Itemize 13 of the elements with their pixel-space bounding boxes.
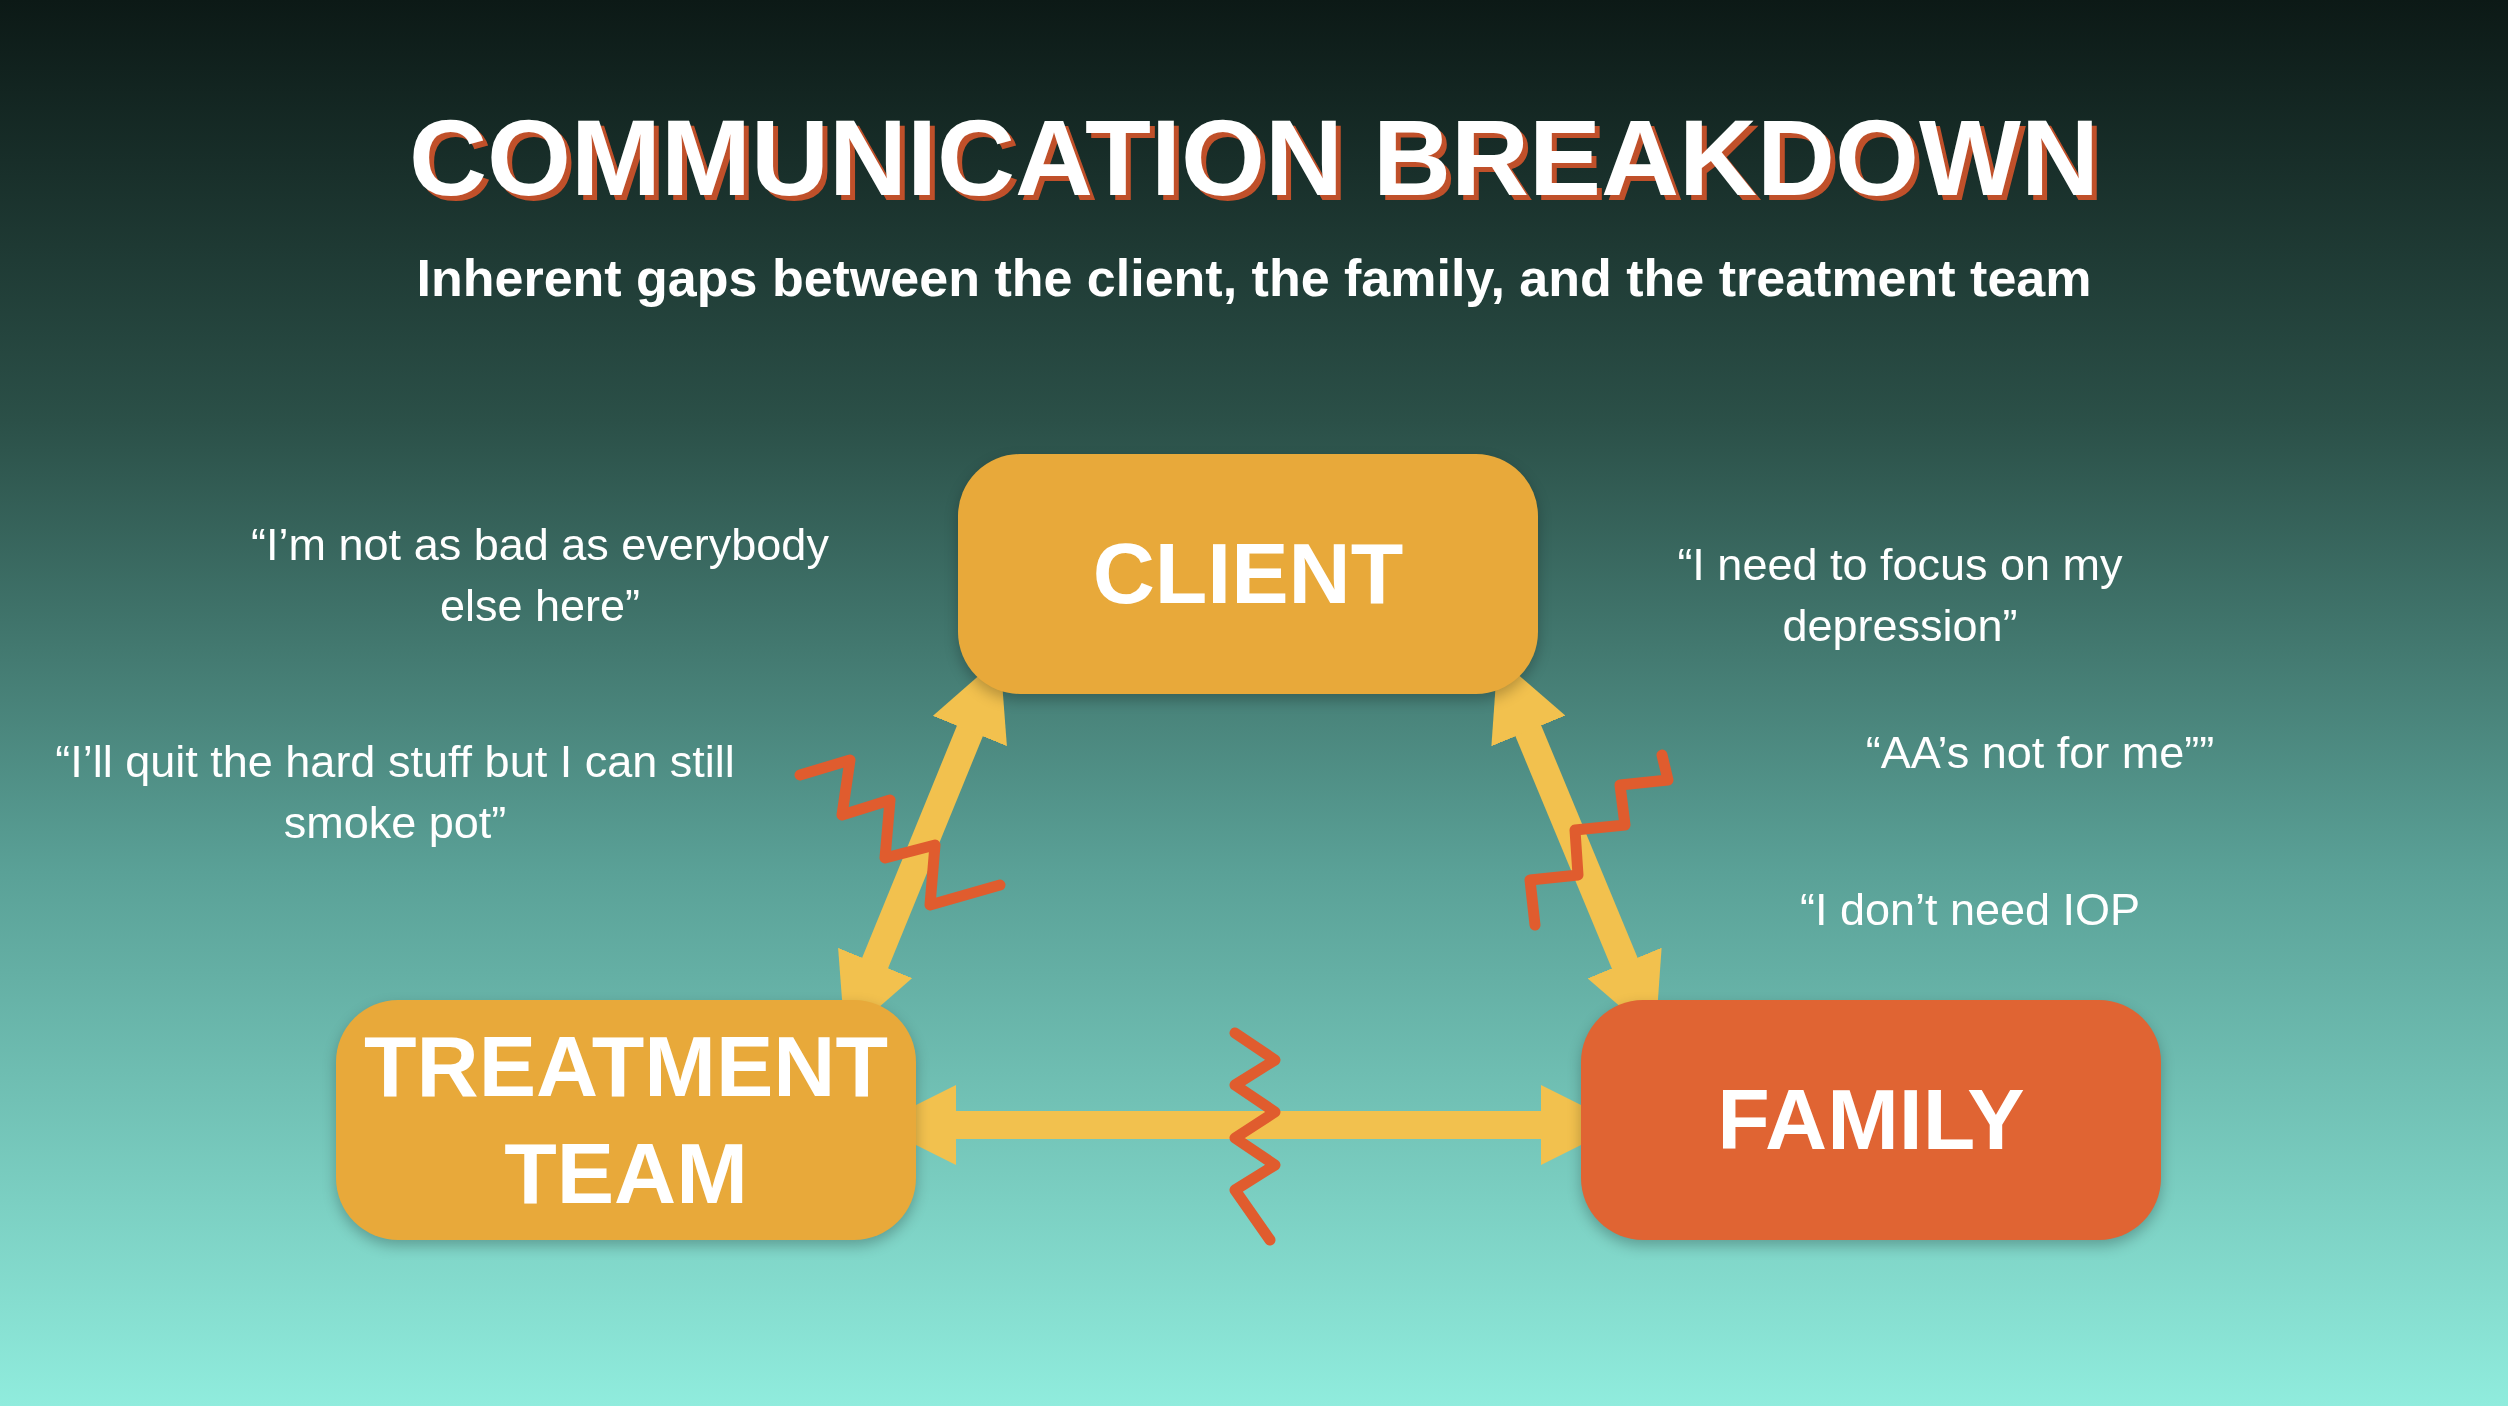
subtitle: Inherent gaps between the client, the family, and the treatment team bbox=[416, 248, 2092, 308]
rounded-box bbox=[1581, 1000, 2161, 1240]
box-label: CLIENT bbox=[1092, 524, 1404, 624]
quote-text: “I’ll quit the hard stuff but I can still smoke pot” bbox=[54, 735, 736, 850]
rounded-box bbox=[958, 454, 1538, 694]
box-label: TREATMENT TEAM bbox=[363, 1016, 889, 1223]
rounded-box bbox=[336, 1000, 916, 1240]
box-label: FAMILY bbox=[1717, 1070, 2025, 1170]
title: COMMUNICATION BREAKDOWN bbox=[409, 96, 2099, 220]
quote-text: “I need to focus on my depression” bbox=[1676, 538, 2124, 653]
quote-text: “AA’s not for me”” bbox=[1864, 726, 2216, 780]
quote-text: “I don’t need IOP bbox=[1798, 883, 2142, 937]
quote-text: “I’m not as bad as everybody else here” bbox=[250, 518, 830, 633]
